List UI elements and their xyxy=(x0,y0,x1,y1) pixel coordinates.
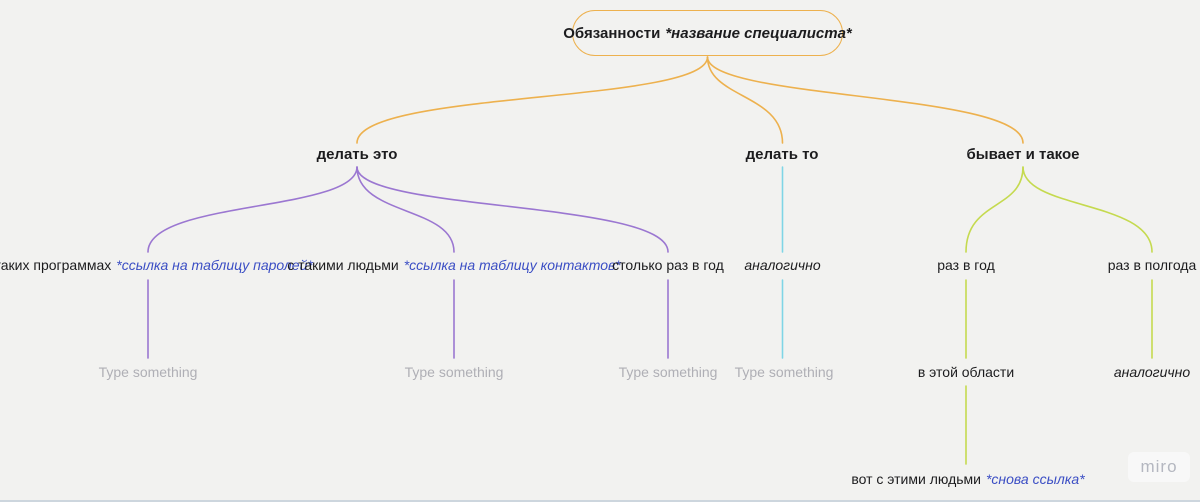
node-raz-v-god[interactable]: раз в год xyxy=(937,257,995,273)
node-stolko-raz-v-god[interactable]: столько раз в год xyxy=(612,257,724,273)
branch-label: делать то xyxy=(745,146,819,163)
node-text: аналогично xyxy=(1113,364,1191,380)
edge-branch1-to-child2 xyxy=(356,166,455,253)
node-text: вот с этими людьми xyxy=(851,471,981,487)
edge-root-to-branch2 xyxy=(706,56,784,144)
node-vot-s-etimi-lyudmi[interactable]: вот с этими людьми *снова ссылка* xyxy=(851,471,1084,487)
placeholder-node-4[interactable]: Type something xyxy=(735,364,834,380)
placeholder-node-1[interactable]: Type something xyxy=(99,364,198,380)
branch-byvaet-i-takoe[interactable]: бывает и такое xyxy=(967,147,1080,163)
edge-root-to-branch1 xyxy=(356,56,709,144)
branch-label: бывает и такое xyxy=(966,146,1080,163)
edge-branch3-to-child2 xyxy=(1022,166,1153,253)
root-title: Обязанности xyxy=(563,24,661,42)
edge-branch3-to-child1 xyxy=(965,166,1024,253)
placeholder-text: Type something xyxy=(98,364,198,380)
node-text: столько раз в год xyxy=(612,257,724,273)
node-link-text[interactable]: *ссылка на таблицу паролей* xyxy=(116,257,313,273)
miro-logo-badge[interactable]: miro xyxy=(1128,452,1190,482)
node-text: раз в год xyxy=(937,257,995,273)
edge-branch1-to-child3 xyxy=(356,166,669,253)
bottom-edge-divider xyxy=(0,500,1200,502)
node-text: раз в полгода xyxy=(1107,257,1197,273)
branch-label: делать это xyxy=(316,146,398,163)
node-v-takih-programmah[interactable]: в таких программах *ссылка на таблицу па… xyxy=(0,257,313,273)
node-s-takimi-lyudmi[interactable]: с такими людьми *ссылка на таблицу конта… xyxy=(287,257,621,273)
node-text: в этой области xyxy=(917,364,1015,380)
node-analogichno[interactable]: аналогично xyxy=(744,257,820,273)
branch-delat-eto[interactable]: делать это xyxy=(317,147,398,163)
root-title-annotation: *название специалиста* xyxy=(665,24,852,42)
placeholder-text: Type something xyxy=(404,364,504,380)
node-text: с такими людьми xyxy=(287,257,399,273)
node-link-text[interactable]: *снова ссылка* xyxy=(985,471,1085,487)
node-text: в таких программах xyxy=(0,257,112,273)
placeholder-node-2[interactable]: Type something xyxy=(405,364,504,380)
placeholder-text: Type something xyxy=(618,364,718,380)
edge-branch1-to-child1 xyxy=(147,166,358,253)
node-link-text[interactable]: *ссылка на таблицу контактов* xyxy=(403,257,621,273)
node-raz-v-polgoda[interactable]: раз в полгода xyxy=(1108,257,1197,273)
mindmap-root-node[interactable]: Обязанности *название специалиста* xyxy=(563,10,852,56)
node-v-etoy-oblasti[interactable]: в этой области xyxy=(918,364,1014,380)
branch-delat-to[interactable]: делать то xyxy=(746,147,819,163)
node-text: аналогично xyxy=(744,257,821,273)
edge-root-to-branch3 xyxy=(706,56,1024,144)
placeholder-text: Type something xyxy=(734,364,834,380)
node-analogichno-2[interactable]: аналогично xyxy=(1114,364,1190,380)
miro-logo-text: miro xyxy=(1140,457,1178,476)
placeholder-node-3[interactable]: Type something xyxy=(619,364,718,380)
